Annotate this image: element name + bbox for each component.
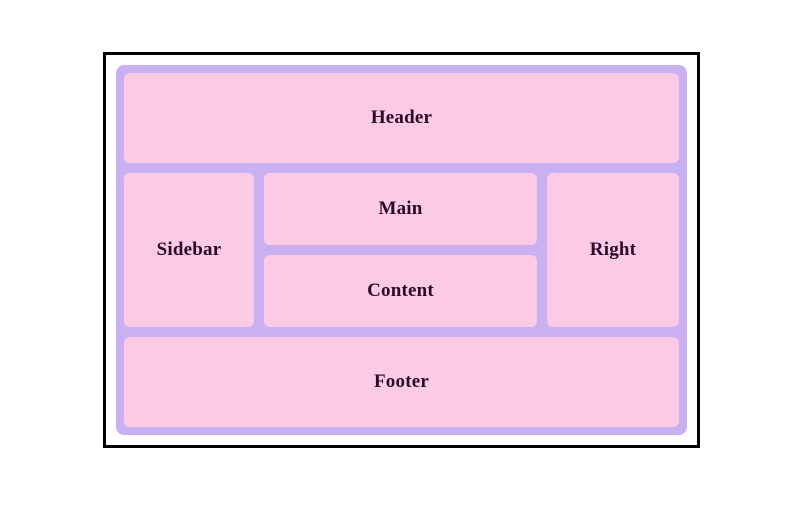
grid-area-content[interactable]: Content: [264, 255, 537, 327]
grid-area-sidebar[interactable]: Sidebar: [124, 173, 254, 327]
sidebar-label: Sidebar: [156, 239, 222, 260]
main-label: Main: [378, 198, 423, 219]
right-label: Right: [589, 239, 637, 260]
grid-area-main[interactable]: Main: [264, 173, 537, 245]
grid-container: Header Sidebar Main Content Right Footer: [116, 65, 687, 435]
content-label: Content: [367, 280, 434, 301]
grid-area-right[interactable]: Right: [547, 173, 679, 327]
grid-main-column: Main Content: [264, 173, 537, 327]
grid-area-footer[interactable]: Footer: [124, 337, 679, 427]
layout-frame: Header Sidebar Main Content Right Footer: [103, 52, 700, 448]
footer-label: Footer: [374, 371, 429, 392]
header-label: Header: [370, 107, 433, 128]
grid-area-header[interactable]: Header: [124, 73, 679, 163]
